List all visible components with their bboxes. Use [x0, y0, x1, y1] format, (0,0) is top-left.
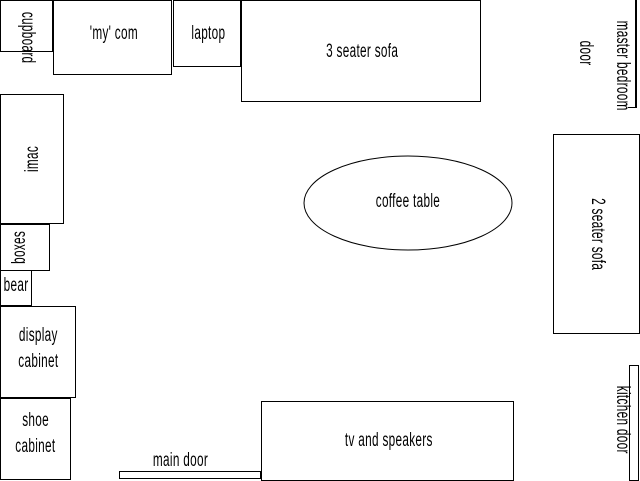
- imac-label: imac: [22, 119, 44, 199]
- boxes-text: boxes: [9, 230, 30, 264]
- kitchen-door-text: kitchen door: [612, 386, 633, 454]
- my-computer: 'my' com: [53, 0, 172, 75]
- two-seater-sofa-text: 2 seater sofa: [587, 197, 608, 271]
- kitchen-door-label: kitchen door: [611, 360, 633, 480]
- three-seater-sofa: 3 seater sofa: [241, 0, 481, 102]
- boxes-label: boxes: [9, 217, 31, 277]
- laptop: laptop: [173, 0, 241, 67]
- shoe-cabinet-label: shoe: [1, 408, 70, 434]
- boxes: boxes: [0, 224, 50, 271]
- coffee-table: [303, 155, 513, 251]
- laptop-label: laptop: [174, 23, 242, 45]
- master-bedroom-door-wall: [635, 0, 637, 108]
- display-cabinet: display cabinet: [0, 306, 76, 398]
- main-door-label: main door: [120, 450, 240, 472]
- cupboard: cupboard: [0, 0, 53, 63]
- bear: bear: [0, 270, 32, 306]
- tv-and-speakers-text: tv and speakers: [344, 430, 433, 451]
- shoe-cabinet-label-2: cabinet: [1, 434, 70, 460]
- door-label: door: [574, 23, 596, 83]
- tv-and-speakers-label: tv and speakers: [262, 430, 515, 452]
- cupboard-text: cupboard: [17, 11, 38, 64]
- shoe-cabinet-text-line2: cabinet: [15, 436, 56, 457]
- laptop-text: laptop: [191, 23, 225, 44]
- two-seater-sofa-label: 2 seater sofa: [586, 164, 608, 304]
- imac-text: imac: [22, 145, 43, 173]
- door-text: door: [575, 40, 596, 66]
- display-cabinet-text-line1: display: [18, 325, 58, 346]
- coffee-table-shape: [303, 155, 513, 251]
- bear-label: bear: [0, 275, 41, 297]
- my-computer-label: 'my' com: [54, 23, 173, 45]
- display-cabinet-text-line2: cabinet: [17, 351, 59, 372]
- master-bedroom-door-text: master bedroom: [612, 20, 633, 111]
- cupboard-label: cupboard: [16, 0, 38, 76]
- two-seater-sofa: 2 seater sofa: [553, 134, 640, 334]
- shoe-cabinet-text-line1: shoe: [22, 410, 49, 431]
- tv-and-speakers: tv and speakers: [261, 401, 514, 481]
- my-computer-text: 'my' com: [89, 23, 138, 44]
- master-bedroom-door-label: master bedroom: [611, 0, 633, 113]
- display-cabinet-label-2: cabinet: [1, 349, 75, 375]
- three-seater-sofa-text: 3 seater sofa: [325, 41, 399, 62]
- three-seater-sofa-label: 3 seater sofa: [242, 41, 482, 63]
- shoe-cabinet: shoe cabinet: [0, 398, 71, 480]
- master-bedroom-door-tick: [628, 107, 637, 108]
- main-door: [119, 471, 261, 479]
- imac: imac: [0, 94, 64, 224]
- coffee-table-text: coffee table: [375, 191, 441, 212]
- bear-text: bear: [3, 275, 29, 296]
- main-door-text: main door: [152, 450, 208, 471]
- display-cabinet-label: display: [1, 323, 75, 349]
- coffee-table-label: coffee table: [304, 191, 512, 213]
